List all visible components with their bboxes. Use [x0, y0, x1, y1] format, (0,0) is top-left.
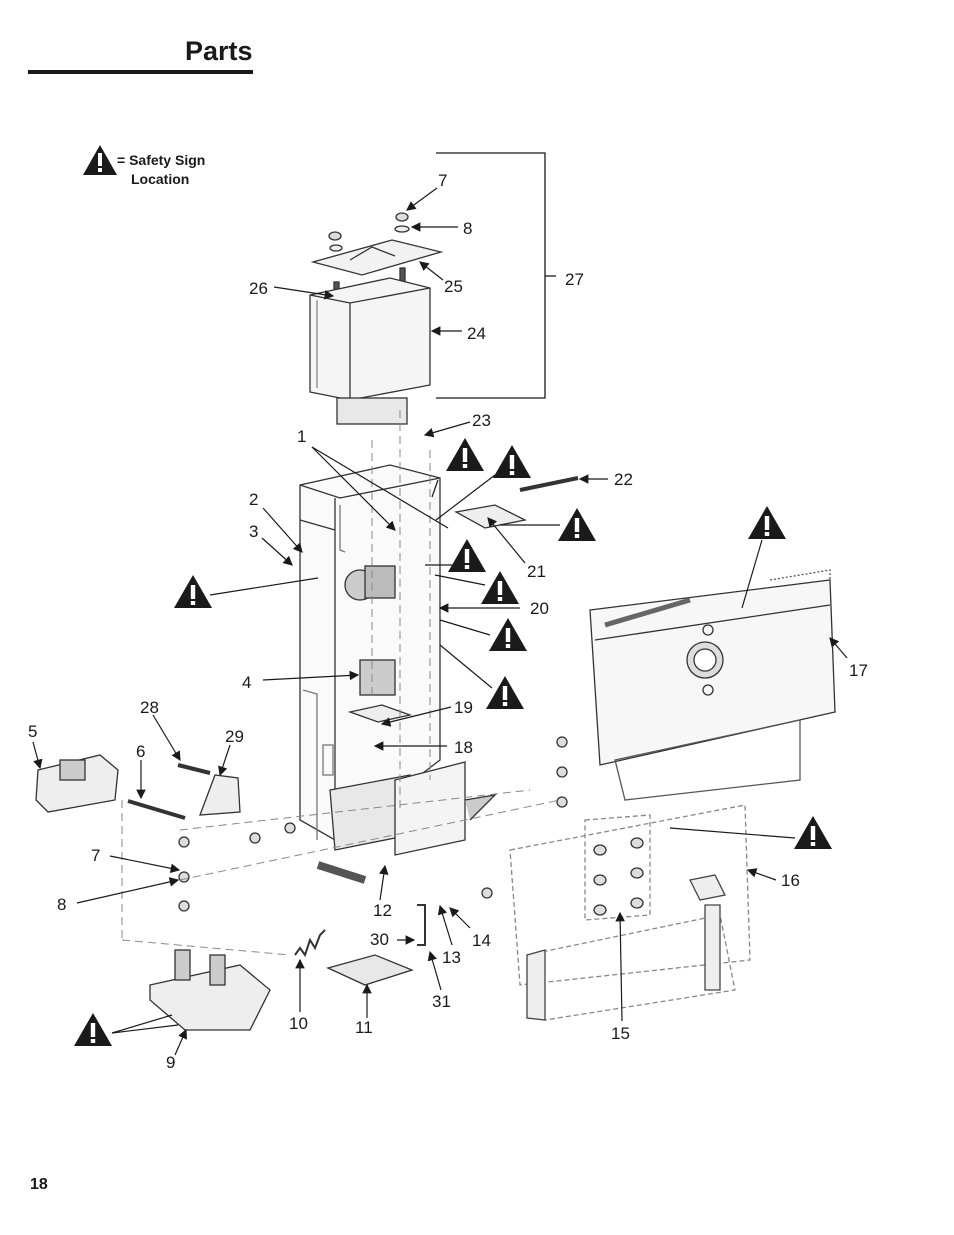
callout-9: 9 [166, 1053, 175, 1072]
legend-line-2: Location [131, 171, 190, 187]
assembly-bracket [436, 152, 546, 399]
spring [294, 929, 326, 958]
page-number: 18 [30, 1176, 48, 1193]
latch-assembly [149, 964, 271, 1031]
callout-28: 28 [140, 698, 159, 717]
warning-triangle-icon [558, 508, 596, 541]
cover-box [309, 277, 431, 401]
washer [329, 244, 343, 252]
legend-line-1: = Safety Sign [117, 152, 206, 168]
callout-12: 12 [373, 901, 392, 920]
washer [394, 225, 410, 233]
cover-plate [310, 239, 444, 276]
warning-triangle-icon [486, 676, 524, 709]
warning-triangle-icon [74, 1013, 112, 1046]
callout-21: 21 [527, 562, 546, 581]
callout-7a: 7 [438, 171, 447, 190]
callout-30: 30 [370, 930, 389, 949]
warning-triangle-icon [794, 816, 832, 849]
nut [395, 212, 409, 222]
callout-27: 27 [565, 270, 584, 289]
callout-20: 20 [530, 599, 549, 618]
warning-triangle-icon [489, 618, 527, 651]
warning-triangle-icon [448, 539, 486, 572]
nut [328, 231, 342, 241]
page-title: Parts [185, 36, 253, 66]
callout-8a: 8 [463, 219, 472, 238]
safety-sign-legend-text: = Safety Sign Location [117, 151, 205, 189]
callout-26: 26 [249, 279, 268, 298]
callout-23: 23 [472, 411, 491, 430]
warning-triangle-icon [748, 506, 786, 539]
callout-17: 17 [849, 661, 868, 680]
valve-block [359, 659, 396, 696]
callout-31: 31 [432, 992, 451, 1011]
callout-3: 3 [249, 522, 258, 541]
callout-4: 4 [242, 673, 251, 692]
callout-2: 2 [249, 490, 258, 509]
callout-13: 13 [442, 948, 461, 967]
callout-11: 11 [355, 1018, 373, 1037]
pad [326, 954, 414, 986]
callout-29: 29 [225, 727, 244, 746]
callout-19: 19 [454, 698, 473, 717]
callout-10: 10 [289, 1014, 308, 1033]
title-rule [28, 70, 253, 74]
callout-1: 1 [297, 427, 306, 446]
callout-22: 22 [614, 470, 633, 489]
callout-14: 14 [472, 931, 491, 950]
mount-plate-16 [509, 804, 751, 986]
warning-triangle-icon [481, 571, 519, 604]
callout-5: 5 [28, 722, 37, 741]
callout-8b: 8 [57, 895, 66, 914]
callout-6: 6 [136, 742, 145, 761]
callout-25: 25 [444, 277, 463, 296]
callout-16: 16 [781, 871, 800, 890]
warning-triangle-icon [446, 438, 484, 471]
warning-triangle-icon [174, 575, 212, 608]
warning-triangle-icon [493, 445, 531, 478]
callout-7b: 7 [91, 846, 100, 865]
callout-18: 18 [454, 738, 473, 757]
safety-sign-legend-icon [83, 145, 117, 175]
callout-24: 24 [467, 324, 486, 343]
callout-labels: 7 8 25 26 27 24 23 1 22 2 3 21 20 4 17 1… [28, 171, 868, 1072]
callout-15: 15 [611, 1024, 630, 1043]
part-5 [35, 754, 119, 813]
